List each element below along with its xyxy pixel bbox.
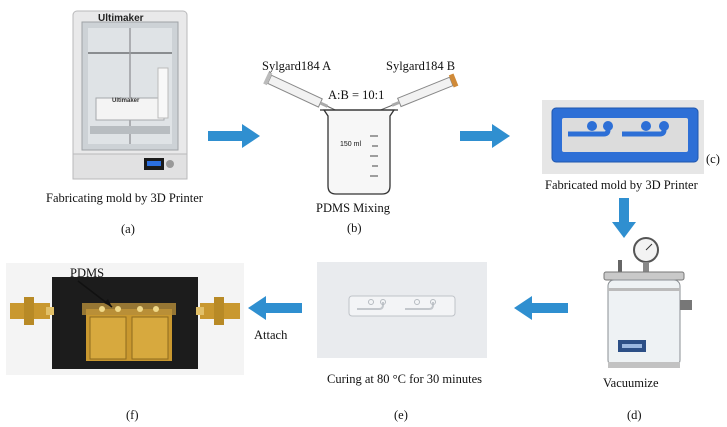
step-e-cured-pdms-image: [317, 262, 487, 358]
step-d-caption: Vacuumize: [603, 376, 659, 390]
arrow-down-icon: [612, 198, 636, 238]
arrow-right-icon: [460, 124, 510, 148]
step-d-label: (d): [627, 408, 642, 422]
step-f-label: (f): [126, 408, 139, 422]
syringe-a-label: Sylgard184 A: [262, 59, 332, 73]
arrow-left-icon: [514, 296, 568, 320]
step-b-caption: PDMS Mixing: [316, 201, 390, 215]
mix-ratio-label: A:B = 10:1: [328, 88, 385, 102]
arrow-right-icon: [208, 124, 260, 148]
step-c-label: (c): [706, 152, 720, 166]
arrow-left-icon: [248, 296, 302, 320]
pdms-label: PDMS: [70, 266, 105, 280]
step-c-mold-image: [542, 100, 704, 174]
step-a-label: (a): [121, 222, 135, 236]
step-a-caption: Fabricating mold by 3D Printer: [46, 191, 203, 205]
syringe-b-image: [380, 73, 459, 111]
printer-brand-front: Ultimaker: [112, 98, 140, 104]
step-b-label: (b): [347, 221, 362, 235]
beaker-volume-label: 150 ml: [340, 141, 362, 148]
step-c-caption: Fabricated mold by 3D Printer: [545, 178, 698, 192]
printer-brand-top: Ultimaker: [98, 13, 144, 24]
step-f-device-image: [6, 263, 244, 375]
syringe-b-label: Sylgard184 B: [386, 59, 456, 73]
syringe-a-image: [263, 71, 339, 112]
step-d-vacuum-image: [594, 234, 694, 376]
attach-label: Attach: [254, 328, 288, 342]
step-e-label: (e): [394, 408, 408, 422]
beaker-image: [320, 109, 398, 195]
step-e-caption: Curing at 80 °C for 30 minutes: [327, 372, 482, 386]
step-a-printer-image: Ultimaker Ultimaker: [70, 8, 190, 183]
